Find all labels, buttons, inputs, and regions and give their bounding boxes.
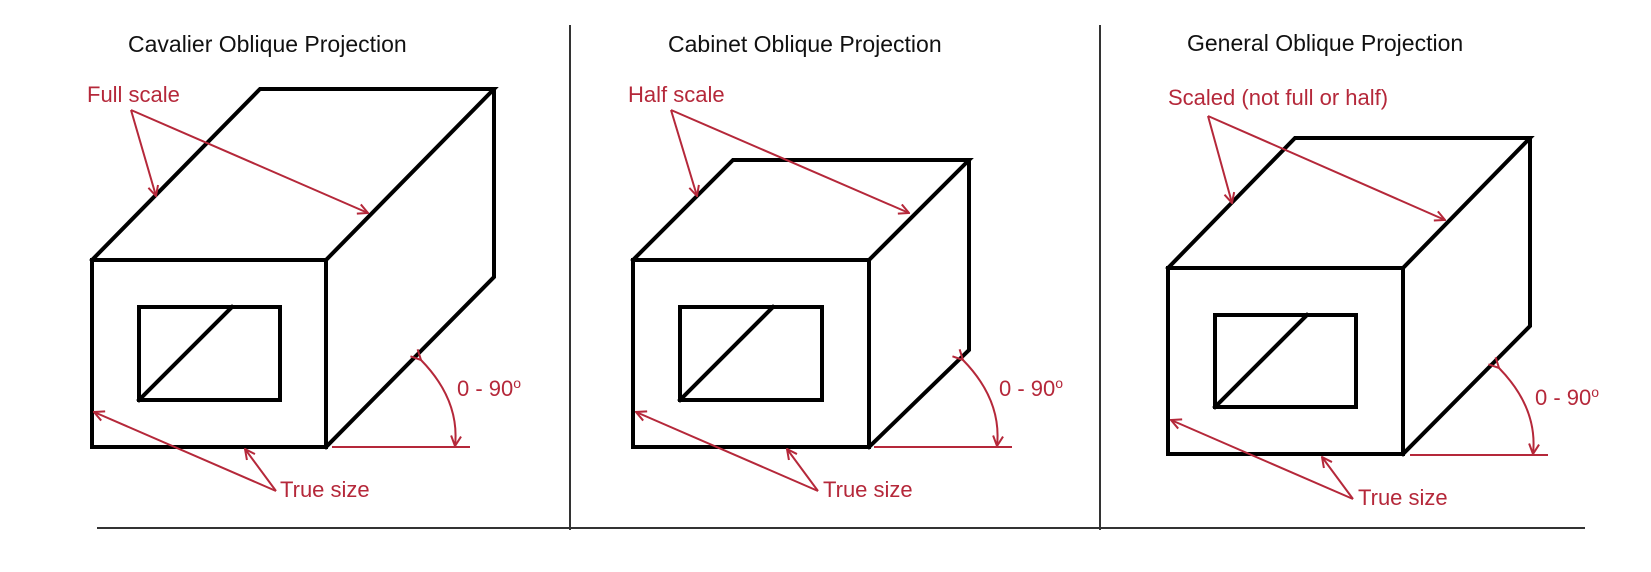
cavalier-box	[89, 87, 499, 450]
panel-cabinet: Cabinet Oblique Projection Half scale Tr…	[628, 31, 1063, 502]
front-arrow-right	[787, 449, 819, 492]
depth-arrow-right	[670, 109, 909, 213]
angle-label: 0 - 90o	[457, 375, 521, 401]
front-label: True size	[280, 477, 370, 502]
front-opening	[137, 305, 282, 402]
angle-label: 0 - 90o	[1535, 384, 1599, 410]
cabinet-box	[630, 158, 974, 450]
angle-value: 0 - 90	[457, 376, 513, 401]
angle-arc	[1499, 368, 1534, 454]
angle-label: 0 - 90o	[999, 375, 1063, 401]
depth-arrow-left	[130, 109, 156, 196]
angle-unit: o	[1055, 375, 1063, 391]
angle-unit: o	[1591, 384, 1599, 400]
cavalier-annotations: Full scale True size 0 - 90o	[87, 82, 521, 502]
general-annotations: Scaled (not full or half) True size 0 - …	[1168, 85, 1599, 510]
front-opening	[1213, 313, 1358, 409]
depth-arrow-left	[670, 109, 697, 196]
panel-general: General Oblique Projection Scaled (not f…	[1165, 30, 1599, 510]
depth-label: Scaled (not full or half)	[1168, 85, 1388, 110]
front-label: True size	[823, 477, 913, 502]
panel-title: Cavalier Oblique Projection	[128, 31, 407, 57]
panel-title: Cabinet Oblique Projection	[668, 31, 942, 57]
panel-title: General Oblique Projection	[1187, 30, 1463, 56]
cabinet-annotations: Half scale True size 0 - 90o	[628, 82, 1063, 502]
angle-unit: o	[513, 375, 521, 391]
panel-cavalier: Cavalier Oblique Projection Full scale T…	[87, 31, 521, 502]
depth-arrow-left	[1207, 115, 1232, 203]
front-arrow-right	[1322, 457, 1354, 500]
depth-arrow-right	[130, 109, 368, 213]
depth-arrow-right	[1207, 115, 1445, 220]
front-arrow-right	[245, 449, 277, 492]
depth-label: Half scale	[628, 82, 725, 107]
front-label: True size	[1358, 485, 1448, 510]
angle-arc	[963, 360, 998, 446]
angle-arc	[421, 360, 456, 446]
general-box	[1165, 136, 1535, 457]
angle-value: 0 - 90	[999, 376, 1055, 401]
front-opening	[678, 305, 824, 402]
front-arrow-left	[94, 412, 277, 492]
angle-value: 0 - 90	[1535, 385, 1591, 410]
depth-label: Full scale	[87, 82, 180, 107]
front-arrow-left	[636, 412, 819, 492]
front-arrow-left	[1171, 420, 1354, 500]
